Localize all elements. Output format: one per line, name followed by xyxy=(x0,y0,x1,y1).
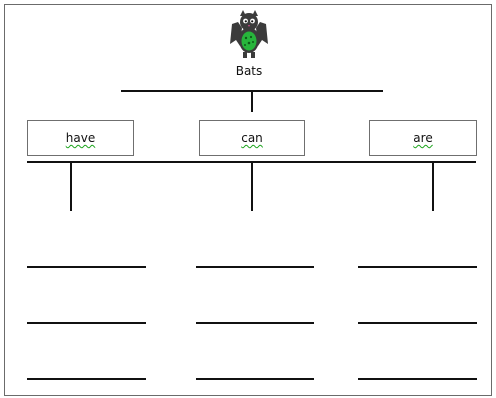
category-label-can: can xyxy=(241,131,263,145)
writing-line[interactable] xyxy=(27,322,146,324)
writing-line[interactable] xyxy=(358,322,477,324)
writing-line[interactable] xyxy=(196,378,314,380)
connector-are xyxy=(432,163,434,211)
topic-stem xyxy=(251,91,253,112)
category-label-have: have xyxy=(65,131,96,145)
page-border xyxy=(4,4,492,396)
connector-have xyxy=(70,163,72,211)
bat-icon xyxy=(230,10,268,58)
divider-line xyxy=(27,161,476,163)
connector-can xyxy=(251,163,253,211)
writing-line[interactable] xyxy=(27,378,146,380)
category-box-are[interactable]: are xyxy=(369,120,477,156)
category-box-can[interactable]: can xyxy=(199,120,305,156)
topic-title: Bats xyxy=(235,64,263,78)
writing-line[interactable] xyxy=(358,378,477,380)
category-box-have[interactable]: have xyxy=(27,120,134,156)
category-label-are: are xyxy=(413,131,433,145)
writing-line[interactable] xyxy=(27,266,146,268)
writing-line[interactable] xyxy=(196,266,314,268)
writing-line[interactable] xyxy=(358,266,477,268)
writing-line[interactable] xyxy=(196,322,314,324)
